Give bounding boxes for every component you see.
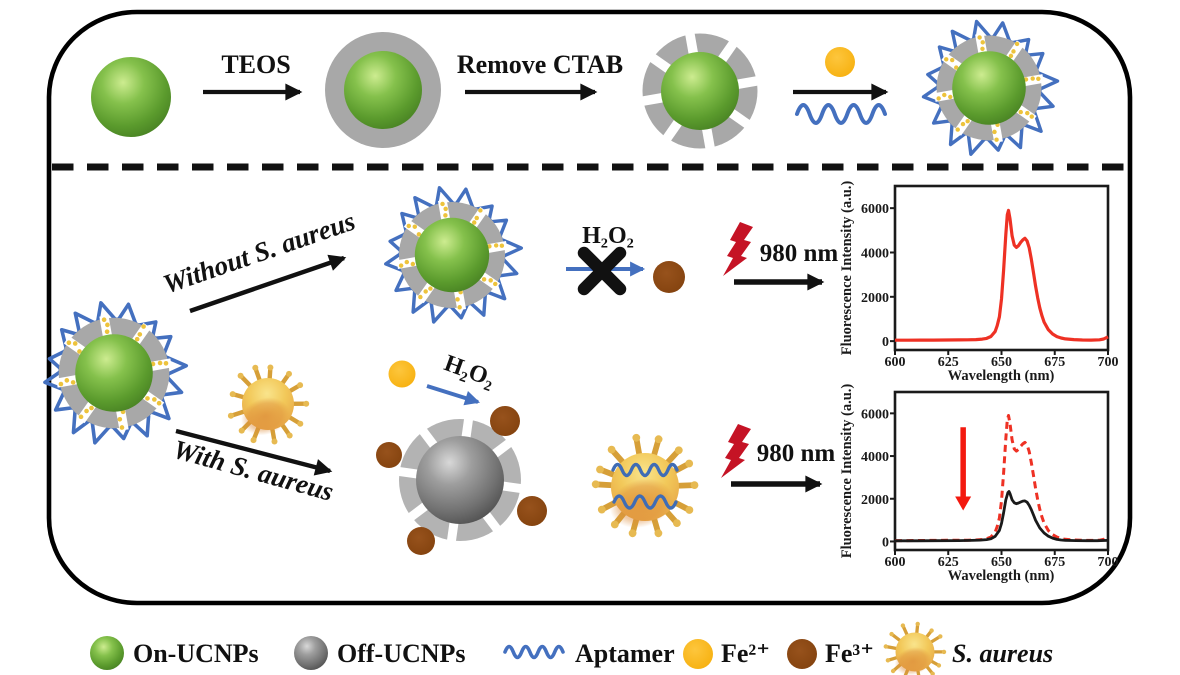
plot-area: 600 625 650 675 700 0 2000 4000 6000 xyxy=(861,407,1119,570)
with-s-aureus-label: With S. aureus xyxy=(170,434,337,507)
teos-label: TEOS xyxy=(221,50,290,79)
mesoporous-silica-ucnp xyxy=(640,31,760,151)
x-tick-label: 700 xyxy=(1098,555,1119,570)
fluorescence-chart-bottom: Fluorescence Intensity (a.u.) Wavelength… xyxy=(839,384,1119,584)
spectrum-curve xyxy=(895,208,1109,342)
legend-off-ucnp-label: Off-UCNPs xyxy=(337,639,466,668)
with-s-aureus-arrow xyxy=(175,428,333,476)
silica-coated-ucnp xyxy=(325,32,441,148)
figure-border xyxy=(46,9,1133,606)
on-ucnp-sphere xyxy=(91,57,171,137)
laser-bolt-icon-top xyxy=(723,222,753,276)
plot-area: 600 625 650 675 700 0 2000 4000 6000 xyxy=(861,202,1119,370)
fe2-dot-icon xyxy=(825,47,855,77)
s-aureus-icon-free xyxy=(228,365,309,445)
x-tick-label: 650 xyxy=(991,555,1012,570)
intensity-decrease-arrowhead xyxy=(955,496,972,511)
fenton-arrow xyxy=(426,384,481,406)
y-axis-label: Fluorescence Intensity (a.u.) xyxy=(839,384,855,559)
y-tick-label: 6000 xyxy=(861,407,889,422)
x-tick-label: 625 xyxy=(938,555,959,570)
legend-on-ucnp-label: On-UCNPs xyxy=(133,639,259,668)
legend-aptamer-icon xyxy=(503,644,565,660)
plot-frame xyxy=(893,184,1110,352)
legend-off-ucnp-icon xyxy=(294,636,328,670)
legend-s-aureus-icon xyxy=(881,620,948,675)
x-axis-label: Wavelength (nm) xyxy=(948,368,1055,384)
x-tick-label: 625 xyxy=(938,355,959,370)
aptamer-gated-ucnp xyxy=(921,19,1060,156)
remove-ctab-label: Remove CTAB xyxy=(457,50,623,79)
fe3-dot-icon xyxy=(653,261,685,293)
legend-s-aureus-label: S. aureus xyxy=(952,639,1053,668)
x-tick-label: 675 xyxy=(1044,355,1065,370)
spectrum-curve xyxy=(895,490,1109,543)
fe3-dot xyxy=(407,527,435,555)
laser-label-top: 980 nm xyxy=(760,240,839,267)
intact-probe-particle xyxy=(384,186,524,324)
y-tick-label: 0 xyxy=(882,335,889,350)
fluorescence-chart-top: Fluorescence Intensity (a.u.) Wavelength… xyxy=(839,181,1119,384)
x-axis-label: Wavelength (nm) xyxy=(948,568,1055,584)
legend-on-ucnp-icon xyxy=(90,636,124,670)
x-tick-label: 600 xyxy=(885,355,906,370)
legend-fe3-icon xyxy=(787,639,817,669)
fe2-released-dot xyxy=(388,360,416,388)
legend-fe2-label: Fe²⁺ xyxy=(721,639,770,668)
s-aureus-aptamer-complex xyxy=(592,434,699,537)
quenched-particle-group xyxy=(376,406,547,555)
h2o2-blocked-label: H₂O₂ xyxy=(582,223,634,249)
fe3-dot xyxy=(376,442,402,468)
legend-fe3-label: Fe³⁺ xyxy=(825,639,874,668)
fe3-dot xyxy=(517,496,547,526)
y-tick-label: 0 xyxy=(882,535,889,550)
fe3-dot xyxy=(490,406,520,436)
legend-aptamer-label: Aptamer xyxy=(575,639,675,668)
x-tick-label: 675 xyxy=(1044,555,1065,570)
laser-label-bottom: 980 nm xyxy=(757,440,836,467)
legend-fe2-icon xyxy=(683,639,713,669)
detection-section: Without S. aureus H₂O₂ 980 nm With S. au… xyxy=(43,186,839,555)
legend: On-UCNPs Off-UCNPs Aptamer Fe²⁺ Fe³⁺ S. … xyxy=(90,620,1053,675)
synthesis-row: TEOS Remove CTAB xyxy=(91,19,1060,156)
blocked-x-icon xyxy=(577,246,627,296)
y-tick-label: 2000 xyxy=(861,493,889,508)
aptamer-wave-icon xyxy=(795,103,887,125)
without-s-aureus-arrow xyxy=(189,254,347,314)
y-tick-label: 4000 xyxy=(861,450,889,465)
y-tick-label: 4000 xyxy=(861,246,889,261)
x-tick-label: 600 xyxy=(885,555,906,570)
laser-bolt-icon-bottom xyxy=(721,424,751,478)
y-tick-label: 2000 xyxy=(861,291,889,306)
y-tick-label: 6000 xyxy=(861,202,889,217)
y-axis-label: Fluorescence Intensity (a.u.) xyxy=(839,181,855,356)
probe-particle xyxy=(43,301,189,445)
x-tick-label: 650 xyxy=(991,355,1012,370)
h2o2-fenton-label: H₂O₂ xyxy=(441,350,499,392)
x-tick-label: 700 xyxy=(1098,355,1119,370)
